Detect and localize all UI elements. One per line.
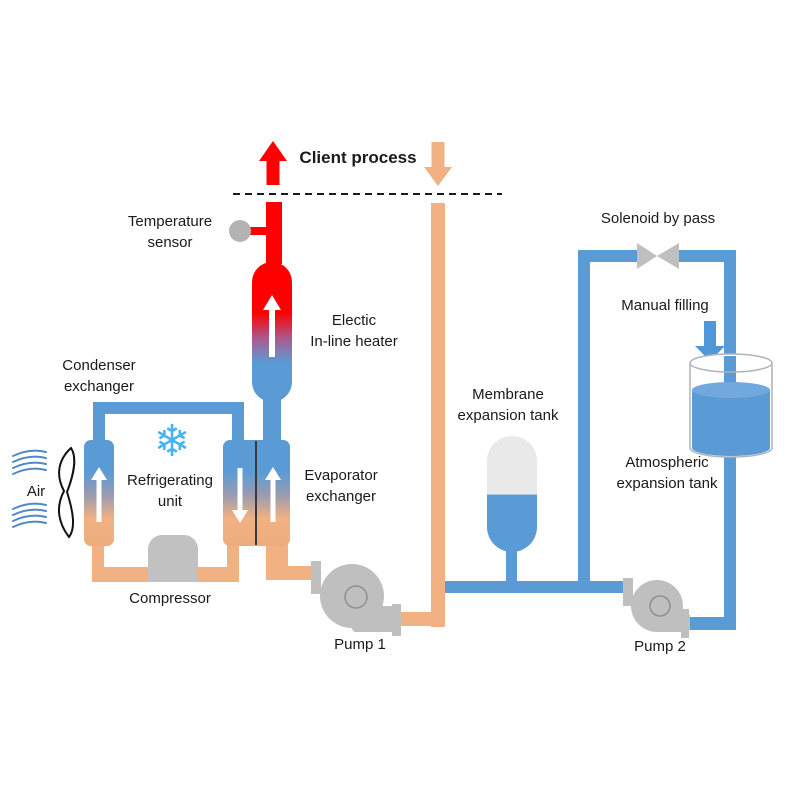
snowflake-icon: ❄ [153,417,191,466]
membrane-tank-label: Membrane expansion tank [457,386,559,424]
pump2-label: Pump 2 [634,638,686,655]
pipe-evaporator-outlet-stub [266,544,288,572]
pipe-pump2-discharge [688,617,736,630]
evaporator-divider-line [255,441,257,545]
pipe-makeup-horizontal [445,581,629,593]
compressor-label: Compressor [129,590,211,607]
evaporator-exchanger-label: Evaporator exchanger [304,467,378,505]
pump-1-symbol [311,561,401,636]
pipe-client-return-riser [431,203,445,627]
compressor-symbol [148,535,198,582]
pipe-riser-above-tank [724,250,736,358]
pipe-loop-top-horizontal [93,402,244,414]
electric-heater-label: Electic In-line heater [310,312,398,350]
solenoid-valve-icon [637,243,679,269]
pipe-bypass-top-left [578,250,641,262]
refrigerating-unit-label: Refrigerating unit [127,472,213,510]
manual-filling-label: Manual filling [621,297,709,314]
pipe-membrane-stem [506,550,517,583]
manual-filling-arrow-icon [695,321,725,361]
pipe-evaporator-up [227,544,239,577]
condenser-exchanger-label: Condenser exchanger [62,357,136,395]
atmospheric-expansion-tank-vessel [689,353,773,458]
membrane-expansion-tank-vessel [487,436,537,552]
temperature-sensor-label: Temperature sensor [127,213,213,251]
pipe-heater-to-evaporator [263,396,281,442]
pump-2-symbol [623,578,690,638]
pipe-loop-left-vertical [93,410,105,442]
air-label: Air [26,483,46,500]
pipe-loop-right-vertical [232,410,244,442]
pipe-to-pump1 [266,566,318,580]
fan-blade-icon [57,446,76,539]
atmospheric-tank-label: Atmospheric expansion tank [616,454,718,492]
pipe-bypass-top-right [675,250,736,262]
pipe-hot-supply-riser [266,202,282,264]
solenoid-bypass-label: Solenoid by pass [600,210,716,227]
pipe-riser-below-tank [724,450,736,630]
pump1-label: Pump 1 [334,636,386,653]
pipe-bypass-left-vertical [578,250,590,593]
client-process-label: Client process [299,148,417,167]
